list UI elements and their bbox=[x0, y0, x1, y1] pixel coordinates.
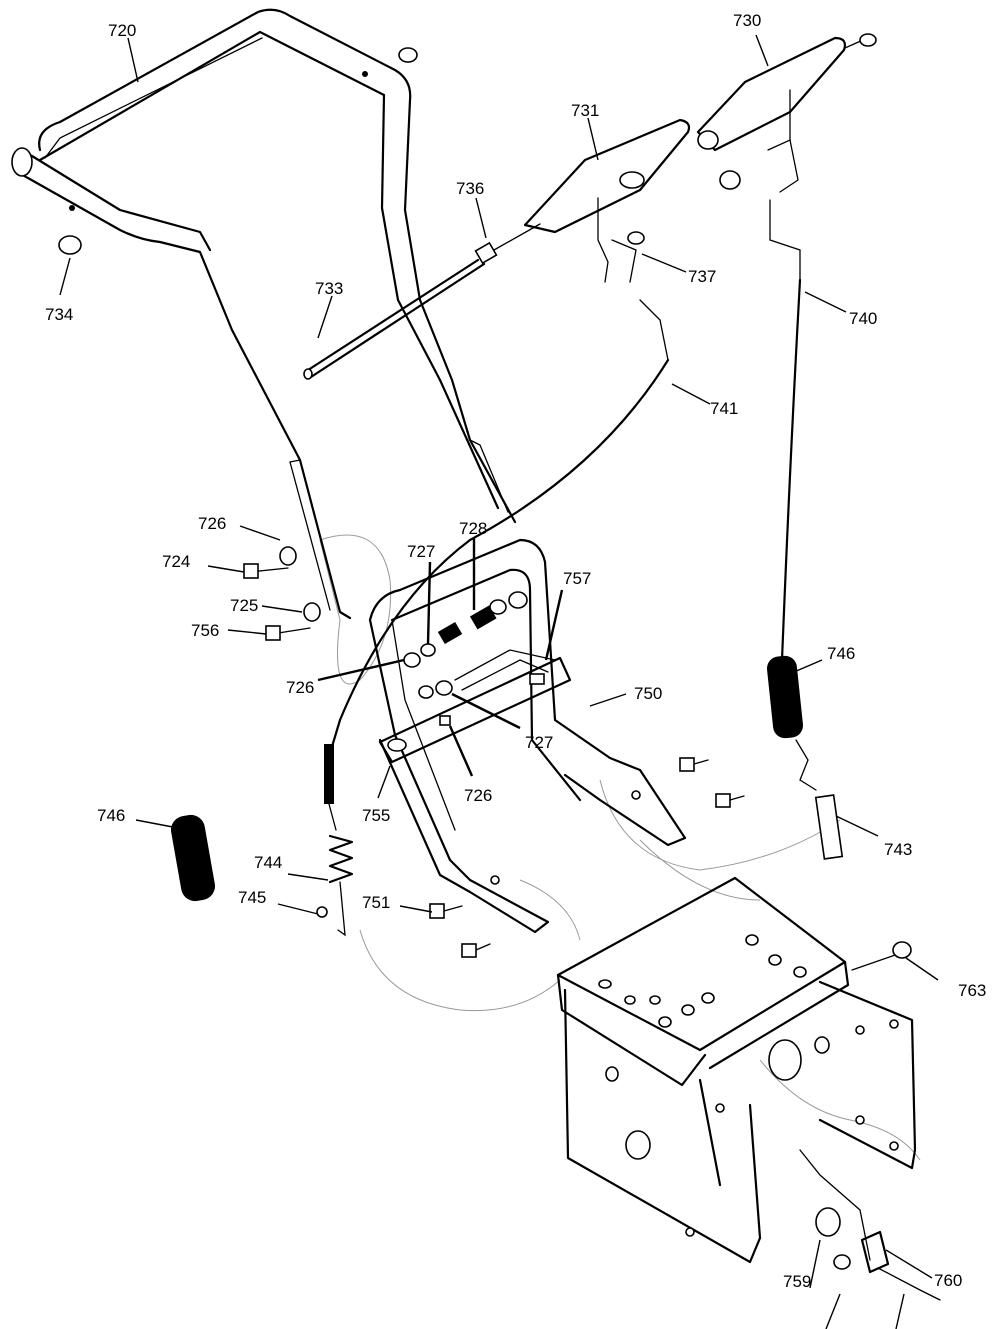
label-736: 736 bbox=[456, 179, 484, 198]
label-728: 728 bbox=[459, 519, 487, 538]
label-726-b: 726 bbox=[286, 678, 314, 697]
link-plate-743 bbox=[795, 739, 844, 860]
handle-cap-734 bbox=[58, 47, 418, 255]
label-760: 760 bbox=[934, 1271, 962, 1290]
frame-housing bbox=[556, 876, 917, 1264]
spring-assembly bbox=[403, 591, 545, 699]
lower-handle-750 bbox=[368, 538, 687, 934]
bracket-assembly-759-760 bbox=[799, 1149, 941, 1301]
label-730: 730 bbox=[733, 11, 761, 30]
label-751: 751 bbox=[362, 893, 390, 912]
label-759: 759 bbox=[783, 1272, 811, 1291]
label-763: 763 bbox=[958, 981, 986, 1000]
bolt-763 bbox=[851, 941, 912, 971]
label-750: 750 bbox=[634, 684, 662, 703]
label-727-a: 727 bbox=[407, 542, 435, 561]
label-746-a: 746 bbox=[827, 644, 855, 663]
label-724: 724 bbox=[162, 552, 190, 571]
grip-746-right bbox=[766, 655, 804, 739]
label-756: 756 bbox=[191, 621, 219, 640]
label-755: 755 bbox=[362, 806, 390, 825]
cable-spring-744 bbox=[316, 744, 354, 937]
label-726-c: 726 bbox=[464, 786, 492, 805]
label-731: 731 bbox=[571, 101, 599, 120]
grip-746-left bbox=[171, 814, 215, 902]
label-725: 725 bbox=[230, 596, 258, 615]
label-741: 741 bbox=[710, 399, 738, 418]
label-726-a: 726 bbox=[198, 514, 226, 533]
control-lever-731 bbox=[523, 118, 691, 283]
cable-740 bbox=[769, 199, 802, 662]
label-757: 757 bbox=[563, 569, 591, 588]
ghost-outlines bbox=[319, 534, 921, 1161]
label-734: 734 bbox=[45, 305, 73, 324]
label-743: 743 bbox=[884, 840, 912, 859]
callout-labels: 720 730 731 736 737 733 734 740 741 726 … bbox=[45, 11, 986, 1291]
hardware-bolts-left bbox=[243, 546, 745, 958]
label-740: 740 bbox=[849, 309, 877, 328]
label-737: 737 bbox=[688, 267, 716, 286]
label-733: 733 bbox=[315, 279, 343, 298]
upper-handle-720 bbox=[11, 8, 517, 620]
cable-741 bbox=[326, 299, 670, 762]
bracket-755 bbox=[378, 649, 572, 764]
control-lever-730 bbox=[696, 33, 877, 193]
label-746-b: 746 bbox=[97, 806, 125, 825]
label-744: 744 bbox=[254, 853, 282, 872]
label-720: 720 bbox=[108, 21, 136, 40]
label-727-b: 727 bbox=[525, 733, 553, 752]
shift-rod-733 bbox=[303, 258, 486, 380]
label-745: 745 bbox=[238, 888, 266, 907]
rod-fitting-736 bbox=[474, 223, 541, 265]
leader-lines bbox=[59, 34, 939, 1329]
